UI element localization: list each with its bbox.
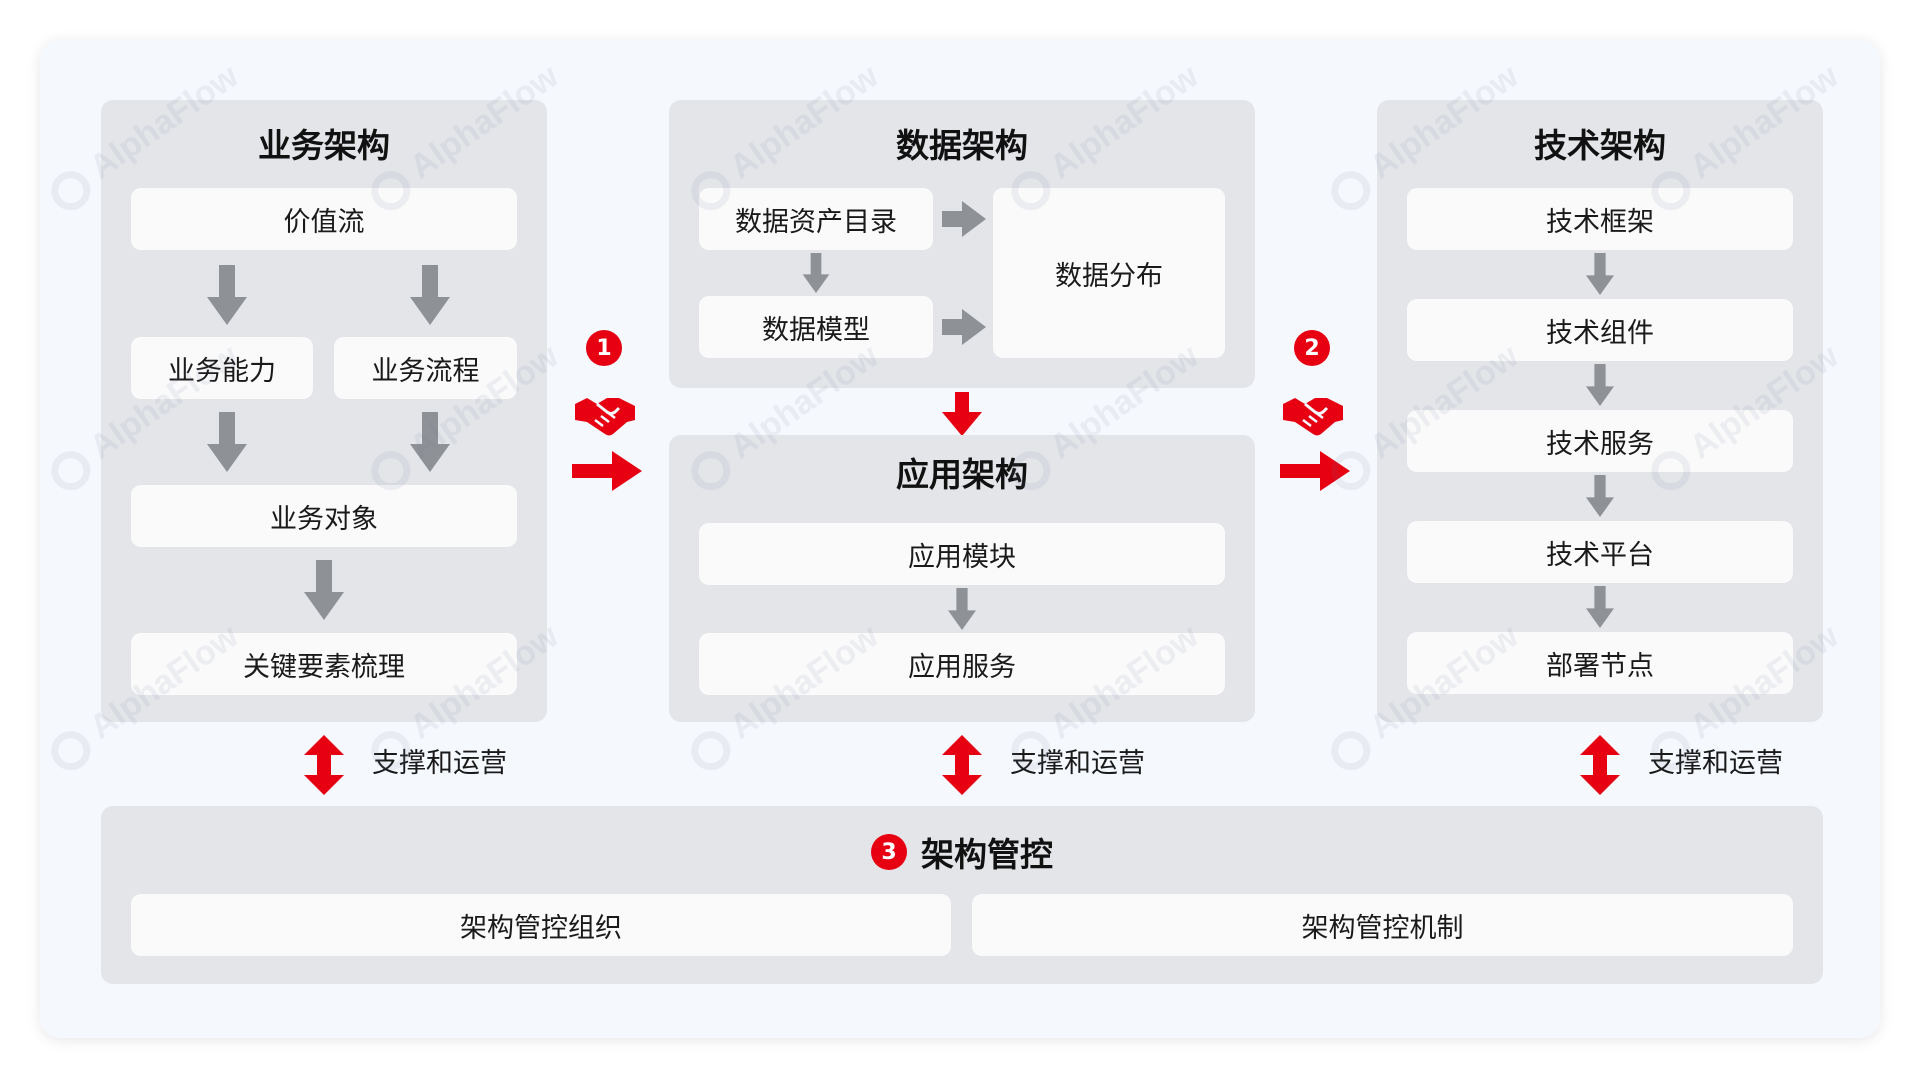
down-arrow-icon (408, 412, 452, 472)
application-module-box: 应用模块 (699, 523, 1225, 585)
up-down-arrow-icon (942, 735, 982, 795)
right-arrow-icon (942, 309, 986, 345)
support-operation-label: 支撑和运营 (1648, 748, 1783, 779)
data-model-box: 数据模型 (699, 296, 933, 358)
tech-architecture-panel: 技术架构 技术框架 技术组件 技术服务 技术平台 部署节点 (1377, 100, 1823, 722)
application-architecture-title: 应用架构 (896, 455, 1028, 494)
step-2-badge: 2 (1294, 330, 1330, 366)
support-operation-label: 支撑和运营 (1010, 748, 1145, 779)
right-arrow-icon (1280, 451, 1350, 491)
down-arrow-icon (205, 412, 249, 472)
right-arrow-icon (942, 201, 986, 237)
step-3-badge: 3 (871, 834, 907, 870)
data-architecture-title: 数据架构 (896, 126, 1028, 165)
application-service-box: 应用服务 (699, 633, 1225, 695)
down-arrow-icon (942, 392, 982, 436)
up-down-arrow-icon (304, 735, 344, 795)
tech-platform-box: 技术平台 (1407, 521, 1793, 583)
tech-service-box: 技术服务 (1407, 410, 1793, 472)
value-stream-box: 价值流 (131, 188, 517, 250)
down-arrow-icon (1581, 475, 1619, 517)
down-arrow-icon (1581, 586, 1619, 628)
down-arrow-icon (797, 253, 835, 293)
application-architecture-panel: 应用架构 应用模块 应用服务 (669, 435, 1255, 722)
deploy-node-box: 部署节点 (1407, 632, 1793, 694)
architecture-governance-heading: 3 架构管控 (101, 832, 1823, 874)
down-arrow-icon (1581, 364, 1619, 406)
tech-framework-box: 技术框架 (1407, 188, 1793, 250)
down-arrow-icon (1581, 253, 1619, 295)
business-architecture-title: 业务架构 (258, 126, 390, 165)
governance-organization-box: 架构管控组织 (131, 894, 951, 956)
tech-component-box: 技术组件 (1407, 299, 1793, 361)
step-1-badge: 1 (586, 330, 622, 366)
architecture-governance-title: 架构管控 (921, 835, 1053, 874)
down-arrow-icon (205, 265, 249, 325)
tech-architecture-title: 技术架构 (1534, 126, 1666, 165)
down-arrow-icon (302, 560, 346, 620)
handshake-icon (573, 390, 637, 438)
diagram-card: 业务架构 价值流 业务能力 业务流程 业务对象 关键要素梳理 1 数据架构 数据… (40, 40, 1880, 1038)
business-process-box: 业务流程 (334, 337, 517, 399)
support-operation-label: 支撑和运营 (372, 748, 507, 779)
key-elements-box: 关键要素梳理 (131, 633, 517, 695)
handshake-icon (1281, 390, 1345, 438)
architecture-governance-panel: 3 架构管控 架构管控组织 架构管控机制 (101, 806, 1823, 984)
business-capability-box: 业务能力 (131, 337, 313, 399)
business-architecture-panel: 业务架构 价值流 业务能力 业务流程 业务对象 关键要素梳理 (101, 100, 547, 722)
data-architecture-panel: 数据架构 数据资产目录 数据模型 数据分布 (669, 100, 1255, 388)
governance-mechanism-box: 架构管控机制 (972, 894, 1793, 956)
business-object-box: 业务对象 (131, 485, 517, 547)
down-arrow-icon (943, 588, 981, 630)
down-arrow-icon (408, 265, 452, 325)
data-distribution-box: 数据分布 (993, 188, 1225, 358)
up-down-arrow-icon (1580, 735, 1620, 795)
right-arrow-icon (572, 451, 642, 491)
data-asset-catalog-box: 数据资产目录 (699, 188, 933, 250)
